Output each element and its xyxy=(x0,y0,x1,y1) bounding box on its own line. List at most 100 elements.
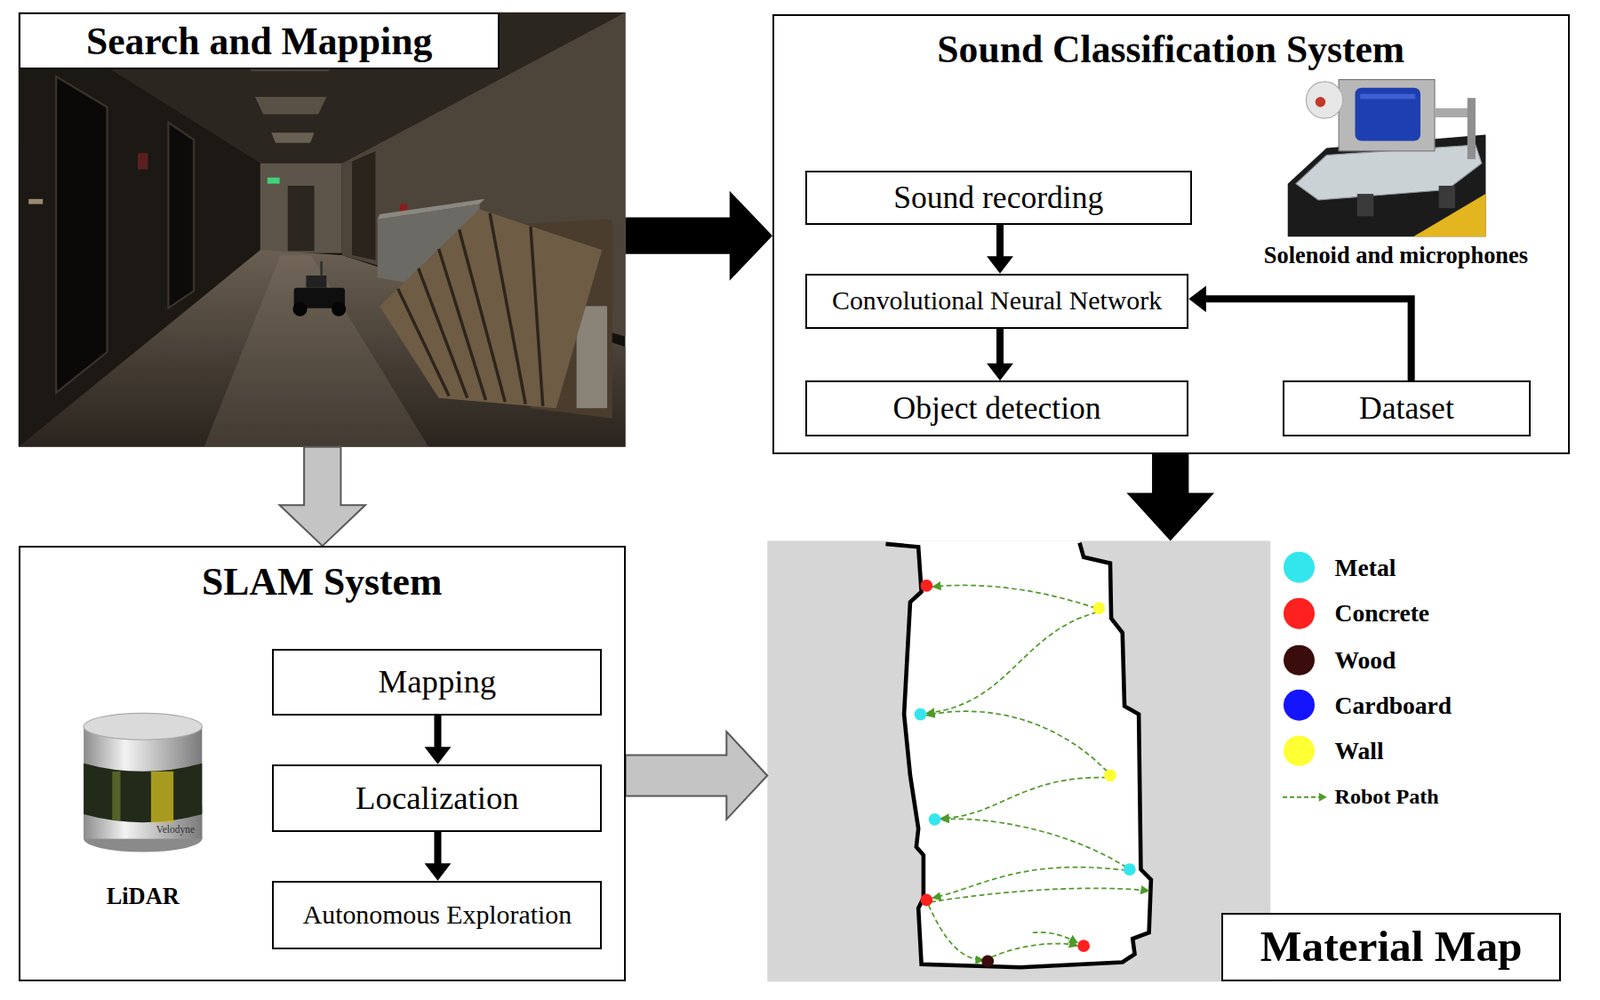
material-map xyxy=(1077,939,1090,952)
legend-item: Robot Path xyxy=(1280,780,1440,814)
system-panel: SLAM SystemMappingLocalizationAutonomous… xyxy=(18,545,626,982)
process-box: Convolutional Neural Network xyxy=(805,273,1190,329)
box-label: Dataset xyxy=(1359,390,1455,427)
block-arrow xyxy=(280,447,366,546)
corridor-photo xyxy=(137,152,148,169)
corridor-photo xyxy=(489,213,526,405)
corridor-photo xyxy=(398,288,449,397)
legend-sample-box xyxy=(1280,735,1328,768)
legend-swatch xyxy=(1283,552,1314,583)
material-map xyxy=(928,813,942,826)
corridor-photo xyxy=(439,248,487,400)
arrowhead xyxy=(986,363,1014,382)
brand-mark: Velodyne xyxy=(156,824,195,837)
panel-title: Search and Mapping xyxy=(86,18,432,64)
legend-sample-box xyxy=(1280,780,1328,814)
system-panel: Sound Classification SystemSound recordi… xyxy=(772,14,1570,455)
box-label: Convolutional Neural Network xyxy=(832,285,1162,316)
material-map xyxy=(981,954,994,968)
legend-swatch xyxy=(1283,644,1314,675)
corridor-photo xyxy=(320,261,322,277)
lidar-sensor xyxy=(83,712,202,740)
legend-line-sample xyxy=(1280,790,1328,805)
legend-text: Concrete xyxy=(1335,599,1431,628)
lidar-sensor xyxy=(151,771,174,823)
material-map xyxy=(1092,601,1105,615)
process-box: Sound recording xyxy=(805,170,1192,225)
arrowhead xyxy=(1188,285,1207,312)
material-map xyxy=(940,777,1107,819)
legend-text: Metal xyxy=(1335,552,1397,582)
process-box: Autonomous Exploration xyxy=(272,880,602,950)
legend-sample-box xyxy=(1280,597,1328,631)
panel-title: Material Map xyxy=(1260,921,1523,973)
figure-caption: Solenoid and microphones xyxy=(1264,241,1528,269)
title-box: Search and Mapping xyxy=(18,12,501,70)
box-label: Localization xyxy=(355,779,520,817)
material-map xyxy=(885,540,1151,968)
corridor-photo xyxy=(267,177,280,184)
flow-arrow xyxy=(986,328,1014,382)
legend-swatch xyxy=(1283,598,1314,629)
arrowhead xyxy=(424,746,452,765)
arrowhead xyxy=(424,863,452,881)
corridor-photo xyxy=(168,122,194,309)
material-map xyxy=(1104,769,1117,783)
photo-panel: Search and Mapping xyxy=(18,12,626,448)
solenoid-photo xyxy=(1360,94,1416,100)
block-arrow-shape xyxy=(280,447,366,546)
material-map xyxy=(926,711,1107,772)
solenoid-photo xyxy=(1338,80,1435,152)
material-map xyxy=(767,540,1271,982)
material-map xyxy=(928,904,984,960)
legend-text: Cardboard xyxy=(1335,690,1453,720)
lidar-sensor xyxy=(83,763,202,824)
legend-swatch xyxy=(1283,689,1314,720)
material-map xyxy=(914,708,928,721)
flow-arrow xyxy=(424,832,452,881)
flow-arrow xyxy=(424,715,452,765)
box-label: Object detection xyxy=(892,390,1101,427)
block-arrow xyxy=(625,191,773,281)
material-map xyxy=(1032,932,1079,944)
legend-item: Wood xyxy=(1280,643,1397,677)
arrowhead-sample xyxy=(1318,792,1327,802)
corridor-photo xyxy=(271,132,314,143)
data-box: Dataset xyxy=(1282,380,1531,437)
title-box: Material Map xyxy=(1221,912,1561,982)
flow-arrow xyxy=(986,224,1014,274)
material-map xyxy=(1123,863,1136,876)
figure-caption: LiDAR xyxy=(106,882,180,910)
solenoid-photo xyxy=(1439,185,1456,208)
corridor-photo xyxy=(18,12,626,448)
legend-text: Wood xyxy=(1335,646,1397,675)
corridor-photo xyxy=(331,302,346,317)
corridor-photo xyxy=(28,199,43,205)
material-map xyxy=(926,612,1097,714)
material-map xyxy=(885,543,1151,968)
corridor-photo xyxy=(260,163,343,254)
material-map xyxy=(940,818,1127,868)
corridor-photo xyxy=(255,96,327,115)
legend-item: Metal xyxy=(1280,551,1397,584)
dashed-path-sample xyxy=(1282,796,1320,799)
legend-text: Robot Path xyxy=(1335,784,1440,810)
legend-sample-box xyxy=(1280,551,1328,584)
solenoid-photo xyxy=(1357,193,1374,216)
solenoid-photo xyxy=(1305,81,1343,119)
corridor-photo xyxy=(56,76,107,393)
corridor-photo xyxy=(530,226,544,407)
material-map xyxy=(767,540,1271,982)
label-holder: Solenoid and microphones xyxy=(1264,241,1528,269)
legend-item: Concrete xyxy=(1280,597,1430,631)
panel-title: Sound Classification System xyxy=(774,26,1568,72)
solenoid-photo xyxy=(1467,97,1476,160)
corridor-photo xyxy=(377,199,486,220)
material-map xyxy=(930,888,1150,902)
box-label: Sound recording xyxy=(893,179,1104,216)
corridor-photo xyxy=(18,12,626,448)
block-arrow-shape xyxy=(625,731,768,820)
legend-sample-box xyxy=(1280,643,1328,677)
solenoid-photo xyxy=(1354,88,1420,142)
